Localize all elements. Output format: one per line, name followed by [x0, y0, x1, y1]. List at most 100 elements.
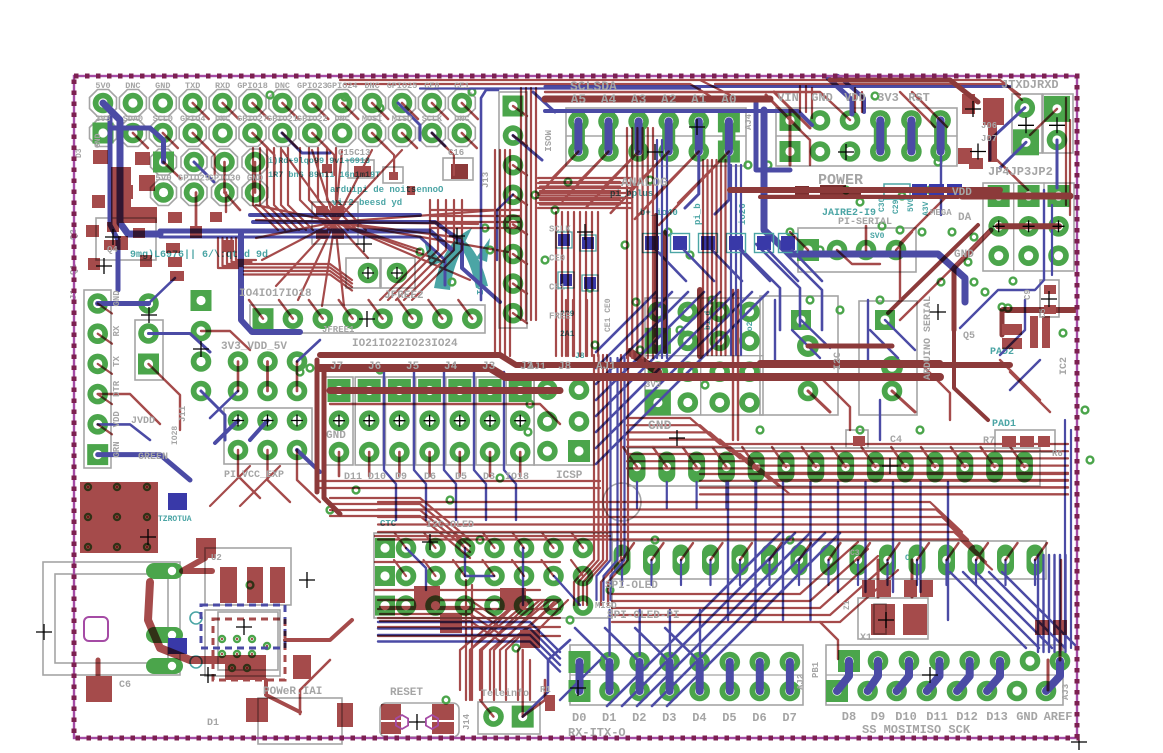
svg-text:GPIO18: GPIO18 [237, 81, 268, 91]
svg-text:SCL0: SCL0 [153, 114, 173, 124]
svg-text:R7: R7 [983, 436, 995, 447]
svg-text:SPI-OLED-PI: SPI-OLED-PI [607, 610, 680, 622]
svg-text:GND: GND [112, 290, 122, 307]
svg-text:D13: D13 [986, 710, 1008, 724]
svg-text:A2: A2 [661, 92, 677, 107]
svg-text:ARDUINO SERIAL: ARDUINO SERIAL [923, 296, 934, 380]
svg-text:DNC: DNC [275, 81, 290, 91]
svg-text:GND: GND [326, 430, 346, 442]
svg-text:D8: D8 [842, 710, 856, 724]
svg-text:CE1: CE1 [454, 81, 469, 91]
svg-text:D6: D6 [752, 711, 766, 725]
svg-text:RST: RST [908, 91, 930, 105]
svg-text:MISO: MISO [595, 601, 617, 611]
svg-text:J14: J14 [462, 713, 472, 730]
svg-text:JFREE2: JFREE2 [384, 290, 424, 302]
svg-text:D4: D4 [692, 711, 706, 725]
svg-text:SDA0: SDA0 [123, 114, 143, 124]
svg-text:CE1 CE0: CE1 CE0 [604, 298, 613, 332]
svg-text:VDD: VDD [112, 411, 122, 428]
svg-text:D3: D3 [483, 472, 495, 483]
svg-text:JAIRE2-I9: JAIRE2-I9 [822, 208, 876, 219]
svg-text:5V0: 5V0 [907, 197, 916, 212]
svg-text:io26: io26 [738, 203, 748, 225]
svg-text:3V3: 3V3 [645, 380, 661, 390]
svg-text:POWeR.IAI: POWeR.IAI [263, 686, 322, 698]
svg-text:ICSP: ICSP [556, 470, 583, 482]
svg-text:C16: C16 [448, 148, 464, 158]
svg-text:IO28: IO28 [171, 426, 180, 445]
svg-text:D0: D0 [572, 711, 586, 725]
svg-text:R1: R1 [540, 685, 551, 695]
svg-text:DNC: DNC [215, 114, 230, 124]
svg-text:J06: J06 [981, 121, 997, 131]
svg-text:Z1: Z1 [843, 600, 852, 610]
svg-text:C30: C30 [878, 197, 887, 212]
svg-text:D3: D3 [662, 711, 676, 725]
svg-text:GND: GND [811, 91, 833, 105]
svg-text:DNC: DNC [454, 114, 469, 124]
svg-text:RESET: RESET [390, 687, 423, 699]
svg-text:io26: io26 [746, 317, 755, 336]
svg-text:RXD: RXD [215, 81, 230, 91]
svg-text:J13: J13 [481, 172, 491, 188]
svg-text:A3: A3 [631, 92, 647, 107]
svg-text:CE0: CE0 [549, 254, 565, 264]
svg-text:A0: A0 [721, 92, 737, 107]
svg-text:GPIO22: GPIO22 [297, 114, 328, 124]
svg-text:IO4IO17IO18: IO4IO17IO18 [239, 288, 312, 300]
svg-text:C29: C29 [892, 199, 901, 214]
svg-text:1R7 bn6 89n11 16n1m19T: 1R7 bn6 89n11 16n1m19T [268, 170, 380, 180]
svg-text:arduipi de noitsennoO: arduipi de noitsennoO [330, 185, 444, 195]
svg-text:C15C13: C15C13 [338, 148, 370, 158]
svg-text:GPIO23: GPIO23 [297, 81, 328, 91]
svg-text:J8: J8 [558, 361, 572, 373]
svg-text:TXD: TXD [185, 81, 200, 91]
svg-text:J6: J6 [368, 361, 381, 373]
svg-text:MOSI: MOSI [362, 114, 382, 124]
svg-text:I2C: I2C [833, 352, 844, 370]
svg-text:AJ4: AJ4 [744, 113, 754, 130]
svg-text:D1: D1 [207, 718, 219, 729]
svg-text:TX: TX [112, 355, 122, 366]
svg-text:5V0: 5V0 [155, 174, 171, 184]
svg-text:3V3_VDD_5V: 3V3_VDD_5V [221, 341, 287, 353]
svg-text:DTR: DTR [112, 380, 122, 397]
svg-text:VDD: VDD [844, 91, 866, 105]
svg-text:3V3: 3V3 [95, 114, 110, 124]
svg-text:J7: J7 [330, 361, 343, 373]
svg-text:DNC: DNC [364, 81, 379, 91]
svg-text:VDD: VDD [952, 187, 972, 199]
svg-text:DNC: DNC [335, 114, 350, 124]
svg-text:IC2: IC2 [1059, 357, 1070, 375]
svg-text:AJ2: AJ2 [796, 674, 806, 690]
svg-text:JVDD: JVDD [131, 416, 155, 427]
svg-text:A3V: A3V [922, 201, 931, 216]
svg-text:vi.2 beesd yd: vi.2 beesd yd [332, 198, 402, 208]
svg-text:D6: D6 [424, 472, 436, 483]
svg-text:A5: A5 [571, 92, 587, 107]
svg-text:JTXDJRXD: JTXDJRXD [1001, 78, 1059, 92]
svg-text:Teleinfo: Teleinfo [481, 688, 529, 700]
svg-text:AJ1: AJ1 [596, 361, 616, 373]
svg-text:C9: C9 [1023, 289, 1033, 300]
svg-text:JFREE1: JFREE1 [322, 325, 355, 335]
svg-text:GPIO21: GPIO21 [267, 114, 298, 124]
svg-text:D12: D12 [956, 710, 978, 724]
svg-text:AJ3: AJ3 [1061, 684, 1071, 700]
svg-text:D9: D9 [871, 710, 885, 724]
svg-text:C6: C6 [119, 680, 131, 691]
svg-text:GND: GND [247, 174, 264, 184]
svg-text:SCLK: SCLK [549, 224, 571, 234]
svg-text:MEGA: MEGA [930, 208, 952, 218]
svg-text:D10: D10 [368, 472, 386, 483]
svg-text:A1: A1 [691, 92, 707, 107]
svg-text:U2: U2 [211, 553, 222, 563]
svg-text:C5: C5 [1039, 308, 1048, 318]
svg-text:CE0: CE0 [424, 81, 439, 91]
svg-text:A4: A4 [601, 92, 617, 107]
svg-text:D3: D3 [75, 148, 84, 158]
svg-text:DNC: DNC [125, 81, 140, 91]
svg-text:PB1: PB1 [811, 661, 821, 678]
svg-text:D10: D10 [895, 710, 917, 724]
